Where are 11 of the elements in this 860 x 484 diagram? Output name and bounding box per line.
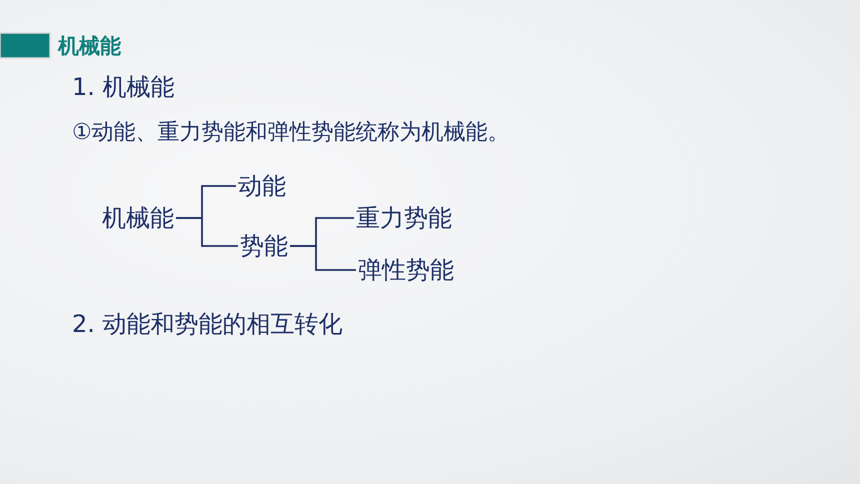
definition-text: ①动能、重力势能和弹性势能统称为机械能。 [72,119,510,147]
bracket-connector [290,245,356,271]
tree-node-text: 机械能 [102,203,174,233]
slide-title: 机械能 [58,33,121,60]
section-heading: 2. 动能和势能的相互转化 [72,309,343,339]
tree-node-text: 动能 [238,171,286,201]
tree-node-text: 弹性势能 [358,255,454,285]
section-heading: 1. 机械能 [72,72,175,102]
tree-node-text: 重力势能 [356,203,452,233]
bracket-connector [176,217,238,247]
tree-node-text: 势能 [240,231,288,261]
